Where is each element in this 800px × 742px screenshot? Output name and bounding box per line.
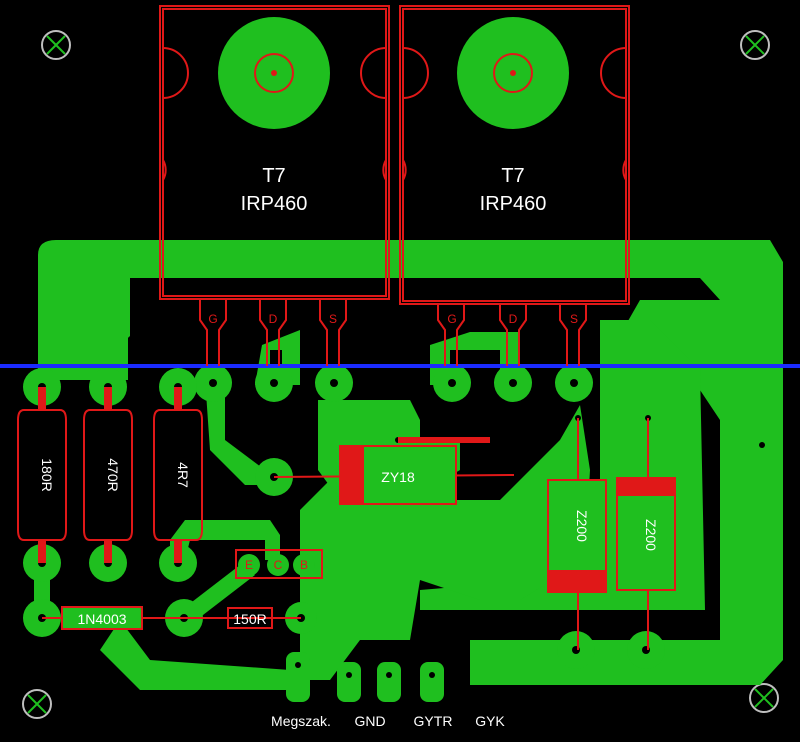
diode-label: 1N4003 xyxy=(77,611,126,627)
copper-top-band xyxy=(38,240,783,345)
transistor-2-value: IRP460 xyxy=(480,193,547,215)
copper-right-rail xyxy=(470,300,783,685)
resistor-150r: 150R xyxy=(184,607,301,629)
resistor-2-label: 470R xyxy=(105,458,121,491)
resistor-1-label: 180R xyxy=(39,458,55,491)
transistor-t7-right: T7 IRP460 G D S xyxy=(399,5,630,366)
transistor-1-value: IRP460 xyxy=(241,193,308,215)
mounting-hole-bottom-left xyxy=(22,689,52,719)
mounting-hole-top-left xyxy=(41,30,71,60)
zener-z200-2: Z200 xyxy=(616,418,676,650)
mounting-hole-bottom-right xyxy=(749,683,779,713)
small-pin-c: C xyxy=(274,558,283,572)
zener-zy18-label: ZY18 xyxy=(381,469,415,485)
resistor-3-label: 4R7 xyxy=(175,462,191,488)
transistor-t7-left: T7 IRP460 G D S xyxy=(159,5,390,366)
transistor-1-ref: T7 xyxy=(262,165,285,187)
resistor-180r: 180R xyxy=(17,387,67,563)
resistor-4r7: 4R7 xyxy=(153,387,203,563)
zener-z200-1-label: Z200 xyxy=(574,510,590,542)
copper-ground-pour xyxy=(300,405,590,680)
resistor-470r: 470R xyxy=(83,387,133,563)
connector-megszak-label: Megszak. xyxy=(271,713,331,729)
zener-z200-1: Z200 xyxy=(547,418,607,650)
transistor-2-ref: T7 xyxy=(501,165,524,187)
connector-gyk-label: GYK xyxy=(475,713,505,729)
small-pin-e: E xyxy=(245,558,253,572)
pads xyxy=(23,364,665,702)
transistor-2-pin-g: G xyxy=(447,312,456,326)
transistor-2-pin-d: D xyxy=(509,312,518,326)
small-pin-b: B xyxy=(300,558,308,572)
mounting-hole-top-right xyxy=(740,30,770,60)
connector-labels: Megszak. GND GYTR GYK xyxy=(271,713,505,729)
zener-zy18: ZY18 xyxy=(273,437,515,505)
transistor-2-pin-s: S xyxy=(570,312,578,326)
resistor-4-label: 150R xyxy=(233,611,266,627)
small-transistor: E C B xyxy=(235,549,323,579)
transistor-1-pin-g: G xyxy=(208,312,217,326)
connector-gnd-label: GND xyxy=(354,713,385,729)
diode-1n4003: 1N4003 xyxy=(42,606,184,630)
transistor-1-pin-s: S xyxy=(329,312,337,326)
transistor-1-pin-d: D xyxy=(269,312,278,326)
zener-z200-2-label: Z200 xyxy=(643,519,659,551)
connector-gytr-label: GYTR xyxy=(414,713,453,729)
